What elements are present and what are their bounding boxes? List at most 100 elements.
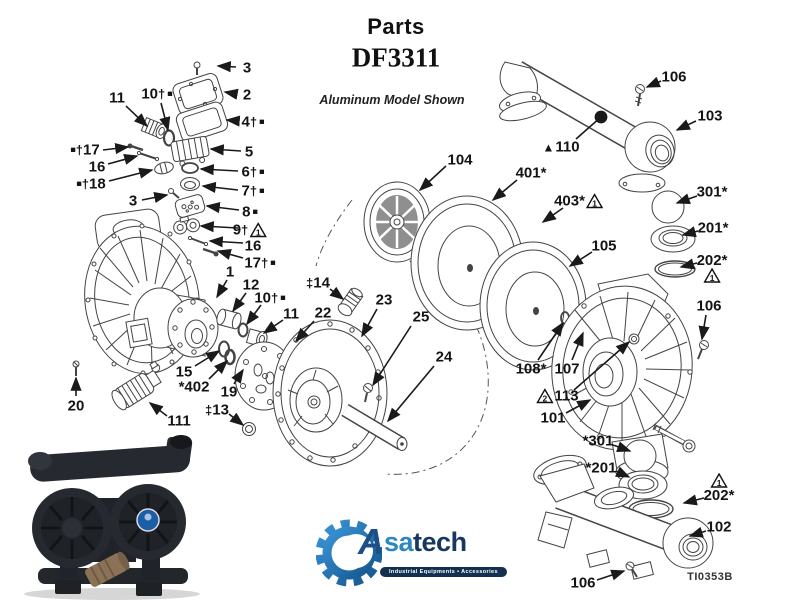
callout-5-6: 5: [244, 143, 254, 161]
valve-carriage-9: [173, 215, 201, 235]
callout-103-37: 103: [697, 107, 723, 125]
callout-24-30: 24: [435, 348, 453, 366]
callout-23-28: 23: [375, 291, 393, 309]
svg-text:1: 1: [592, 199, 597, 209]
model-note: Aluminum Model Shown: [319, 93, 465, 107]
screw-25: [363, 383, 373, 403]
callout-19-22: 19: [220, 383, 238, 401]
elbow-103: [618, 121, 676, 193]
callout-301-38: 301*: [696, 183, 728, 201]
svg-text:1: 1: [255, 228, 260, 238]
svg-text:1: 1: [717, 478, 722, 488]
logo-sa: sa: [384, 527, 414, 557]
callout-18-9: ■†18: [76, 175, 106, 193]
callout-403-34: 403*1: [554, 193, 604, 209]
screw-3-top: [193, 61, 201, 75]
callout-15-20: 15: [175, 363, 193, 381]
air-motor-housing: [84, 208, 219, 376]
o-ring-15: [218, 340, 230, 358]
callout-3-0: 3: [242, 59, 252, 77]
callout-10-18: 10†■: [254, 289, 286, 307]
callout-20-24: 20: [67, 397, 85, 415]
callout-2-1: 2: [242, 86, 252, 104]
callout-6-8: 6†■: [241, 163, 265, 181]
logo-letter-a: A: [358, 521, 384, 563]
callout-16-14: 16: [244, 237, 262, 255]
callout-17-5: ■†17: [70, 141, 100, 159]
product-photo: [24, 435, 200, 600]
callout-12-17: 12: [242, 276, 260, 294]
seat-201: [650, 225, 696, 253]
ball-301b: [623, 439, 657, 473]
callout-22-27: 22: [314, 304, 332, 322]
logo-tagline: Industrial Equipments • Accessories: [380, 567, 507, 577]
screw-20: [72, 360, 80, 376]
callout-1-16: 1: [225, 263, 235, 281]
bolt-112: [652, 422, 696, 453]
valve-plate-8: [174, 194, 206, 218]
svg-text:2: 2: [543, 394, 548, 404]
fitting-14: [337, 287, 364, 317]
air-cover-23: [272, 319, 388, 467]
callout-104-31: 104: [447, 151, 473, 169]
screw-3-mid: [168, 188, 180, 199]
callout-17-15: 17†■: [244, 254, 276, 272]
callout-11-19: 11: [283, 305, 299, 323]
pin-17-left: [127, 143, 144, 152]
callout-301-46: *301: [582, 432, 614, 450]
valve-gasket-4: [175, 101, 229, 143]
screw-106-right: [697, 340, 709, 360]
callout-201-47: *201: [585, 459, 617, 477]
callout-202-40: 202*1: [696, 252, 728, 283]
logo-tech: tech: [413, 527, 467, 557]
callout-402-21: *402: [178, 378, 210, 396]
callout-110-33: ▲110: [542, 138, 580, 156]
screw-106-top: [634, 84, 645, 107]
gear-icon: [316, 519, 382, 587]
screw-106-bottom: [625, 561, 638, 578]
callout-111-25: 111: [167, 412, 191, 430]
callout-201-39: 201*: [697, 219, 729, 237]
callout-105-35: 105: [591, 237, 617, 255]
callout-107-43: 107: [554, 360, 580, 378]
o-ring-402: [224, 348, 236, 366]
air-valve-cluster: [127, 61, 229, 257]
diaphragm-stack: [363, 181, 601, 371]
callout-106-50: 106: [570, 574, 596, 592]
center-section-parts: [234, 319, 408, 467]
callout-401-32: 401*: [515, 164, 547, 182]
page-title: Parts: [367, 14, 425, 39]
outlet-pipe-110: [499, 61, 676, 193]
pin-16-lower: [187, 235, 209, 247]
callout-8-12: 8■: [242, 203, 258, 221]
ball-301: [651, 190, 685, 224]
o-ring-202: [654, 260, 696, 278]
callout-3-11: 3: [128, 192, 138, 210]
callout-14-26: ‡14: [306, 274, 330, 292]
callout-16-7: 16: [88, 158, 106, 176]
o-ring-6: [181, 162, 199, 174]
glide-ring-7: [180, 177, 200, 191]
bearing-face: [167, 298, 219, 358]
shaft-24: [341, 403, 408, 451]
callout-102-49: 102: [706, 518, 732, 536]
svg-text:1: 1: [710, 273, 715, 283]
callout-106-41: 106: [696, 297, 722, 315]
nut-13: [242, 422, 256, 436]
o-ring-10-mid: [237, 322, 249, 338]
callout-25-29: 25: [412, 308, 430, 326]
cover-rim-bolts: [568, 303, 693, 439]
pin-16-left: [136, 150, 160, 162]
nut-113: [628, 333, 640, 345]
pin-17-lower: [202, 247, 219, 257]
callout-10-3: 10†■: [141, 85, 173, 103]
callout-13-23: ‡13: [205, 401, 229, 419]
callout-9-13: 9†1: [233, 222, 268, 238]
callout-106-36: 106: [661, 68, 687, 86]
leader-lines: [70, 61, 710, 581]
callout-4-4: 4†■: [241, 113, 265, 131]
